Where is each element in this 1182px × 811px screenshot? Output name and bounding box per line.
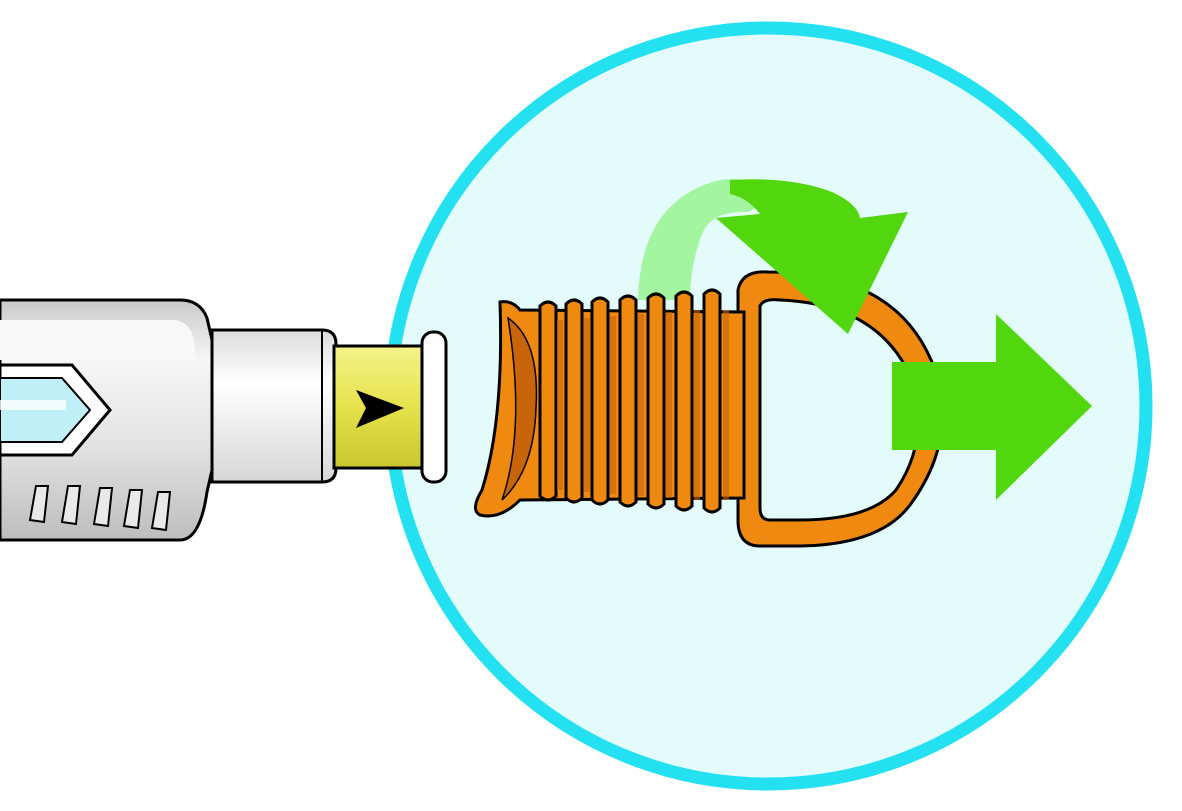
injection-pen-icon — [0, 298, 338, 542]
twist-arrow-icon — [716, 179, 908, 334]
cap-ribs — [538, 288, 722, 514]
needle-hub-icon — [332, 330, 448, 484]
needle-hub-flange — [420, 330, 448, 484]
cap-body-shadow — [501, 316, 538, 501]
pen-window-gloss — [0, 400, 66, 410]
tamper-cap-icon — [474, 270, 944, 548]
pen-grip-ridges — [28, 485, 172, 532]
pen-collar — [210, 328, 338, 484]
cap-rib-shading — [557, 310, 729, 500]
pen-highlight — [0, 320, 196, 360]
pull-arrow-icon — [892, 314, 1092, 500]
needle-hub-arrow-icon — [356, 390, 404, 428]
twist-arrow-back-icon — [638, 179, 770, 300]
